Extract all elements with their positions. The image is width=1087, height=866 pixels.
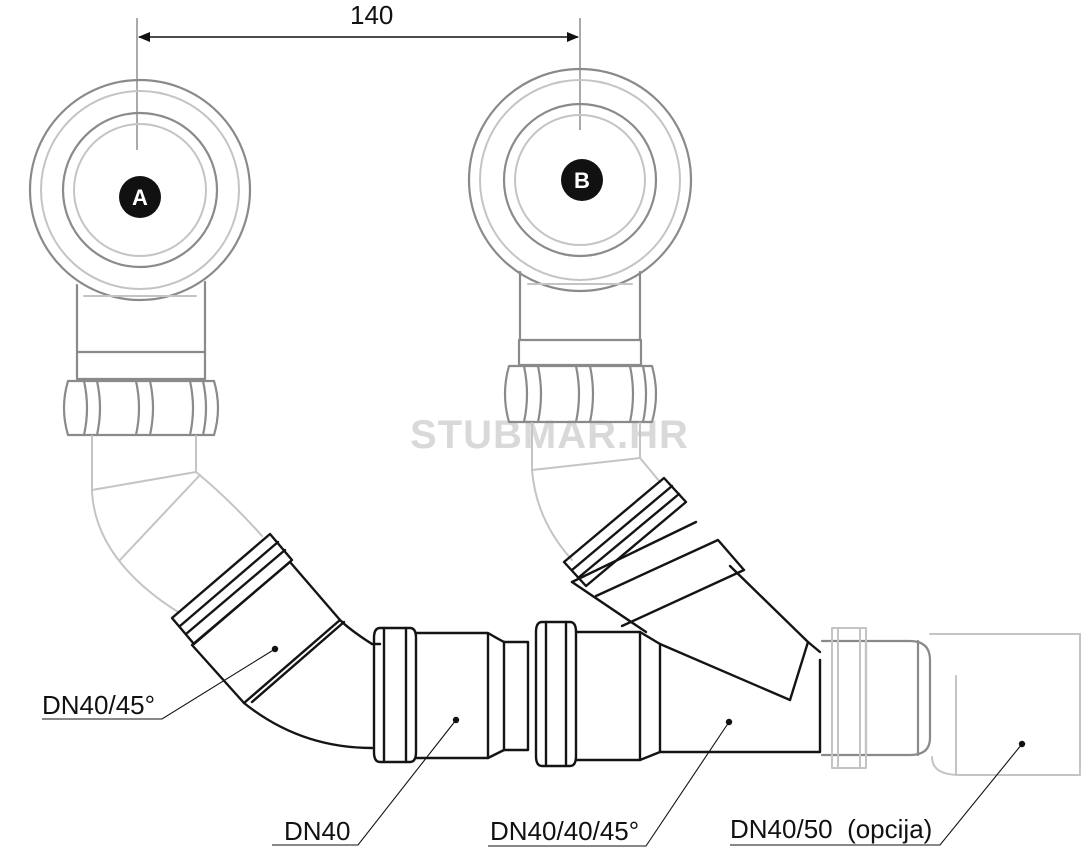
marker-a-label: A xyxy=(132,185,148,210)
callout-reducer: DN40/50 (opcija) xyxy=(730,740,1026,846)
callout-pipe: DN40 xyxy=(272,716,460,846)
trap-b xyxy=(467,67,693,561)
callout-branch: DN40/40/45° xyxy=(488,718,733,847)
watermark: STUBMAR.HR xyxy=(410,413,689,457)
dimension-140: 140 xyxy=(136,0,581,150)
callout-elbow: DN40/45° xyxy=(42,645,279,720)
branch-dn40-40-45 xyxy=(562,476,822,762)
marker-b: B xyxy=(561,159,603,201)
elbow-dn40-45 xyxy=(170,532,382,750)
dimension-value: 140 xyxy=(350,0,393,30)
label-branch: DN40/40/45° xyxy=(490,816,639,846)
pipe-dn40 xyxy=(372,620,578,768)
trap-a xyxy=(28,78,263,613)
label-elbow: DN40/45° xyxy=(42,690,155,720)
marker-a: A xyxy=(119,176,161,218)
label-pipe: DN40 xyxy=(284,816,350,846)
reducer-dn40-50 xyxy=(820,627,1081,776)
label-reducer: DN40/50 (opcija) xyxy=(730,814,932,844)
marker-b-label: B xyxy=(574,168,590,193)
